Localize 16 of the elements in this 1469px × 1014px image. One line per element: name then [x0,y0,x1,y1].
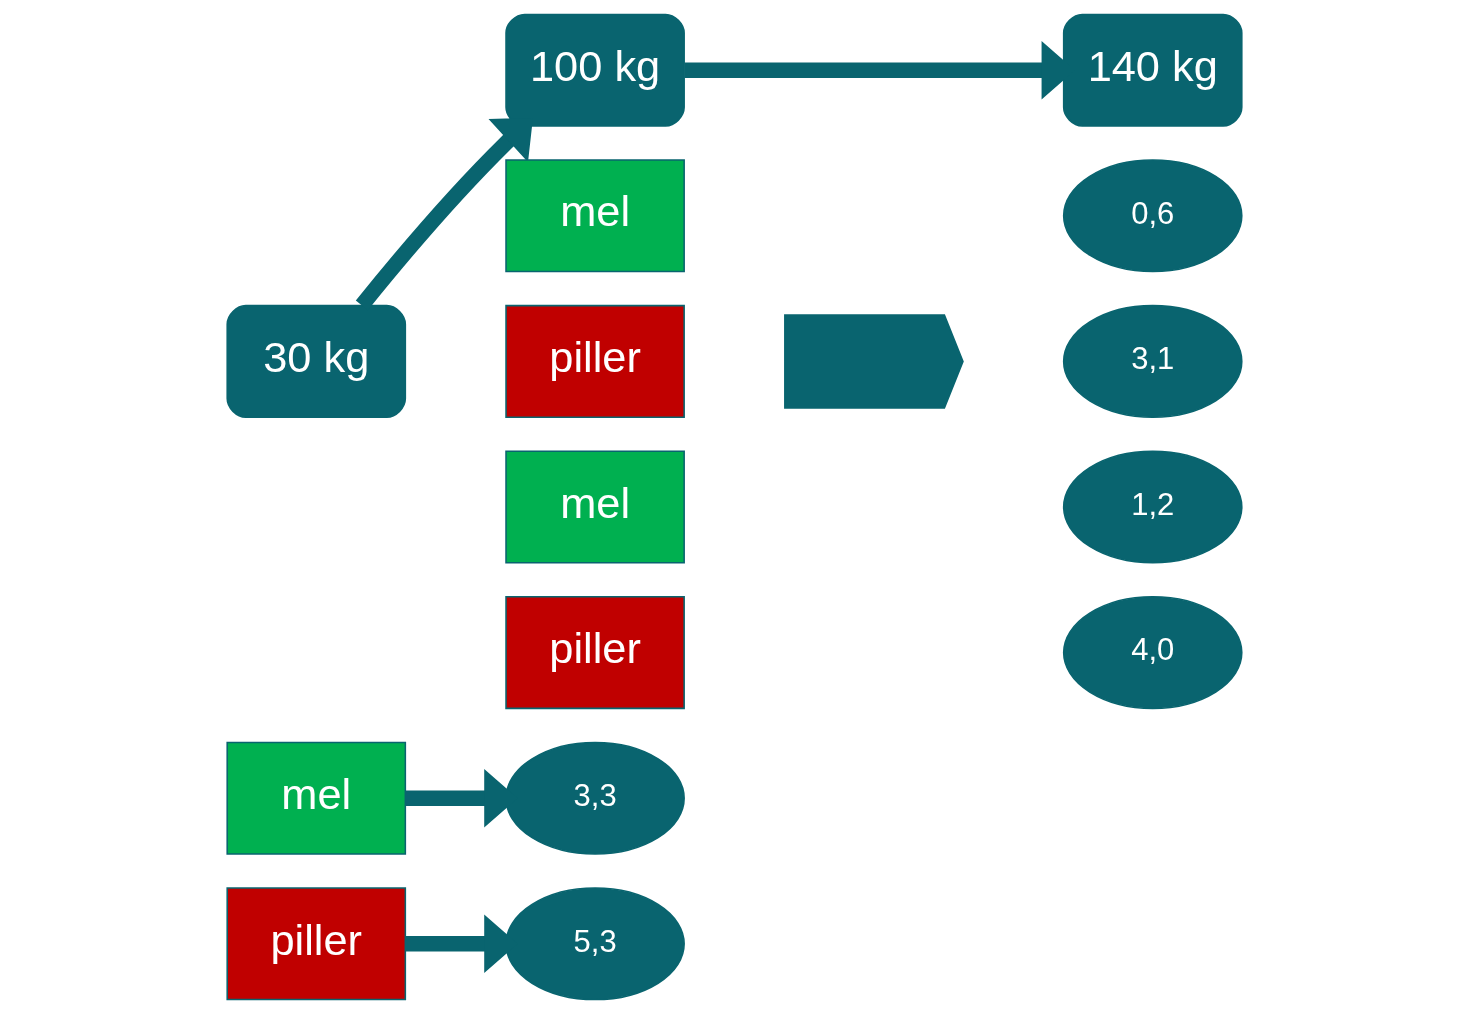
node-box: piller [226,887,407,1001]
node-box: 30 kg [226,304,407,418]
node-box: piller [505,304,685,418]
node-ellipse: 1,2 [1062,450,1243,564]
node-box: mel [226,741,407,855]
node-box: mel [505,159,685,273]
node-ellipse: 5,3 [505,887,685,1001]
node-box: 140 kg [1062,13,1243,127]
node-ellipse: 3,1 [1062,304,1243,418]
node-arrow [784,314,964,409]
node-ellipse: 3,3 [505,741,685,855]
node-box: 100 kg [505,13,685,127]
node-ellipse: 0,6 [1062,159,1243,273]
node-box: mel [505,450,685,564]
node-box: piller [505,596,685,710]
node-ellipse: 4,0 [1062,596,1243,710]
